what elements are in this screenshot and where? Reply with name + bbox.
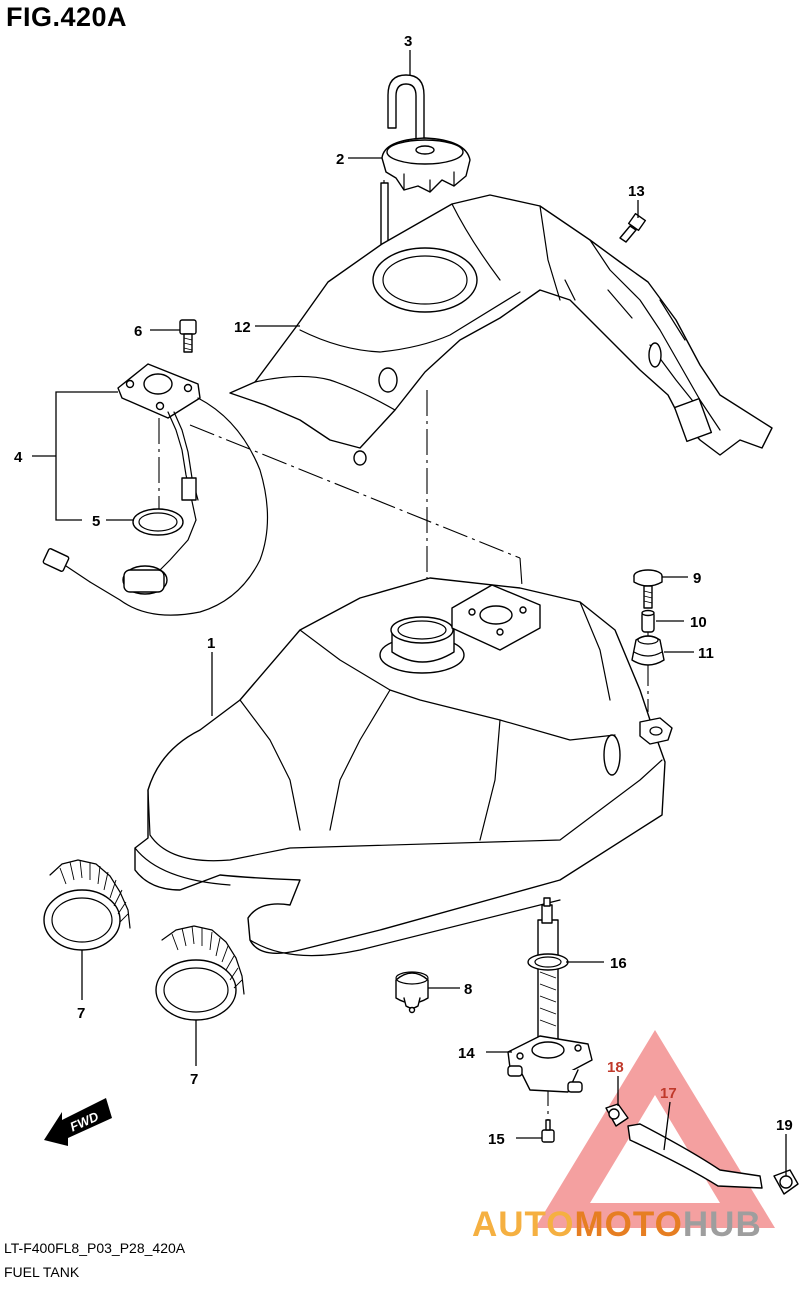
tank-cover [229,194,773,466]
mount-bolt-9 [633,569,663,609]
fuel-hose-17 [627,1123,763,1189]
bumper-8 [395,971,429,1014]
callout-13: 13 [628,183,645,200]
bolt-6 [179,319,197,353]
clamp-19 [773,1169,799,1195]
callout-11: 11 [698,645,714,662]
clamp-18 [605,1103,629,1127]
callout-5: 5 [92,513,100,530]
callout-8: 8 [464,981,472,998]
callout-numbers: 3 2 13 12 6 4 5 1 9 10 11 7 7 8 16 14 15… [14,33,793,1148]
cushion-11 [631,635,665,666]
tank-strap-left [43,859,131,951]
callout-15: 15 [488,1131,505,1148]
watermark-hub: HUB [683,1205,762,1244]
callout-12: 12 [234,319,251,336]
figure-title: FIG.420A [6,2,128,32]
fuel-cap [381,137,471,193]
fuel-pump-assembly [42,363,269,616]
callout-19: 19 [776,1117,793,1134]
callout-16: 16 [610,955,627,972]
fuel-tank [134,577,673,957]
leader-lines [32,50,787,1176]
collar-10 [641,609,655,633]
callout-10: 10 [690,614,707,631]
screw-15 [541,1119,555,1143]
callout-7-right: 7 [190,1071,198,1088]
pump-gasket [132,508,184,536]
callout-14: 14 [458,1045,475,1062]
fuel-valve-14 [507,897,593,1093]
drawing-code: LT-F400FL8_P03_P28_420A [4,1240,186,1256]
valve-gasket-16 [527,953,569,971]
bolt-13 [619,212,647,243]
fwd-label: FWD [68,1108,102,1134]
callout-9: 9 [693,570,701,587]
callout-2: 2 [336,151,344,168]
tank-strap-right [155,925,245,1021]
watermark-auto: AUTO [472,1205,575,1244]
callout-1: 1 [207,635,215,652]
callout-18: 18 [607,1059,624,1076]
watermark-logo: AUTOMOTOHUB [472,1205,762,1244]
callout-17: 17 [660,1085,677,1102]
callout-7-left: 7 [77,1005,85,1022]
svg-text:AUTOMOTOHUB: AUTOMOTOHUB [472,1205,762,1244]
callout-4: 4 [14,449,23,466]
watermark-moto: MOTO [575,1205,683,1244]
figure-caption: FUEL TANK [4,1264,80,1280]
callout-3: 3 [404,33,412,50]
callout-6: 6 [134,323,142,340]
fwd-arrow: FWD [44,1098,112,1146]
